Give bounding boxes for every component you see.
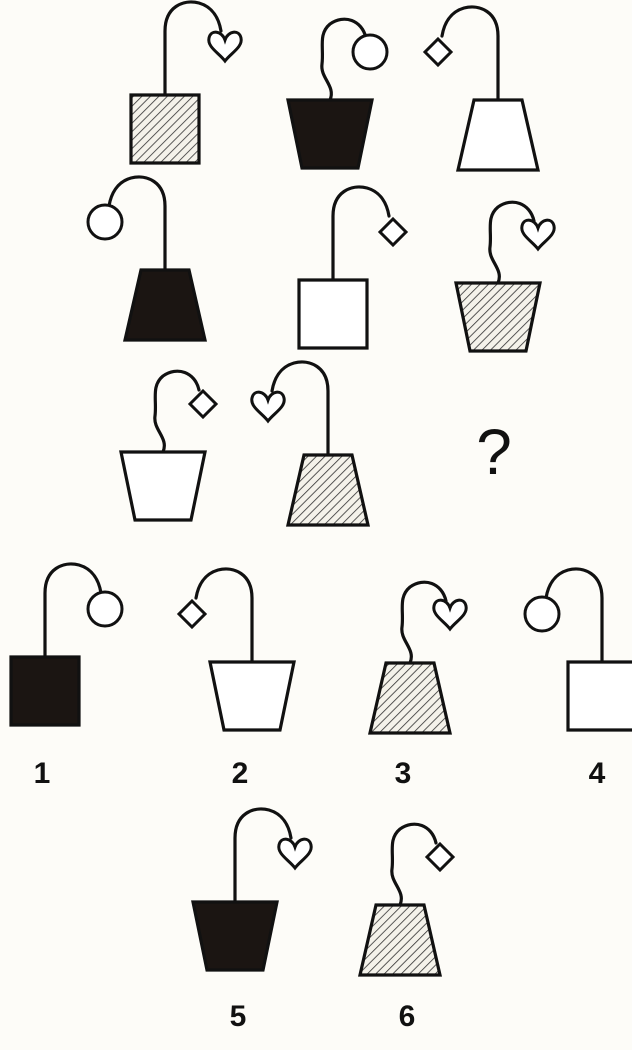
matrix-figure-5: [299, 187, 406, 348]
matrix-figure-6: [456, 202, 554, 351]
circle-charm-icon: [88, 592, 122, 626]
bowl-pot: [193, 902, 277, 970]
trapezoid-pot: [360, 905, 440, 975]
question-mark: ?: [476, 415, 512, 489]
option-figure-3: [370, 582, 466, 733]
option-label-6: 6: [399, 1000, 416, 1034]
heart-charm-icon: [279, 839, 311, 868]
matrix-figure-1: [131, 2, 241, 163]
square-pot: [11, 657, 79, 725]
matrix-figure-7: [121, 371, 216, 520]
square-pot: [131, 95, 199, 163]
bowl-pot: [121, 452, 205, 520]
trapezoid-pot: [458, 100, 538, 170]
diamond-charm-icon: [179, 601, 205, 627]
option-figure-1: [11, 564, 122, 725]
heart-charm-icon: [434, 600, 466, 629]
circle-charm-icon: [353, 35, 387, 69]
matrix-figure-4: [88, 177, 205, 340]
option-label-3: 3: [395, 757, 412, 791]
circle-charm-icon: [525, 597, 559, 631]
matrix-figure-3: [425, 7, 538, 170]
diamond-charm-icon: [190, 391, 216, 417]
trapezoid-pot: [288, 455, 368, 525]
heart-charm-icon: [522, 220, 554, 249]
square-pot: [568, 662, 632, 730]
hanging-cord: [392, 824, 436, 905]
option-figure-5: [193, 809, 311, 970]
square-pot: [299, 280, 367, 348]
option-figure-6: [360, 824, 453, 975]
bowl-pot: [288, 100, 372, 168]
bowl-pot: [210, 662, 294, 730]
diamond-charm-icon: [380, 219, 406, 245]
option-figure-4: [525, 569, 632, 730]
heart-charm-icon: [252, 392, 284, 421]
matrix-figure-2: [288, 19, 387, 168]
circle-charm-icon: [88, 205, 122, 239]
hanging-cord: [490, 202, 534, 283]
diamond-charm-icon: [427, 844, 453, 870]
option-figure-2: [179, 569, 294, 730]
trapezoid-pot: [370, 663, 450, 733]
diamond-charm-icon: [425, 39, 451, 65]
matrix-figure-8: [252, 362, 368, 525]
option-label-1: 1: [34, 757, 51, 791]
trapezoid-pot: [125, 270, 205, 340]
bowl-pot: [456, 283, 540, 351]
option-label-5: 5: [230, 1000, 247, 1034]
heart-charm-icon: [209, 32, 241, 61]
option-label-4: 4: [589, 757, 606, 791]
option-label-2: 2: [232, 757, 249, 791]
hanging-cord: [402, 582, 446, 663]
hanging-cord: [155, 371, 199, 452]
